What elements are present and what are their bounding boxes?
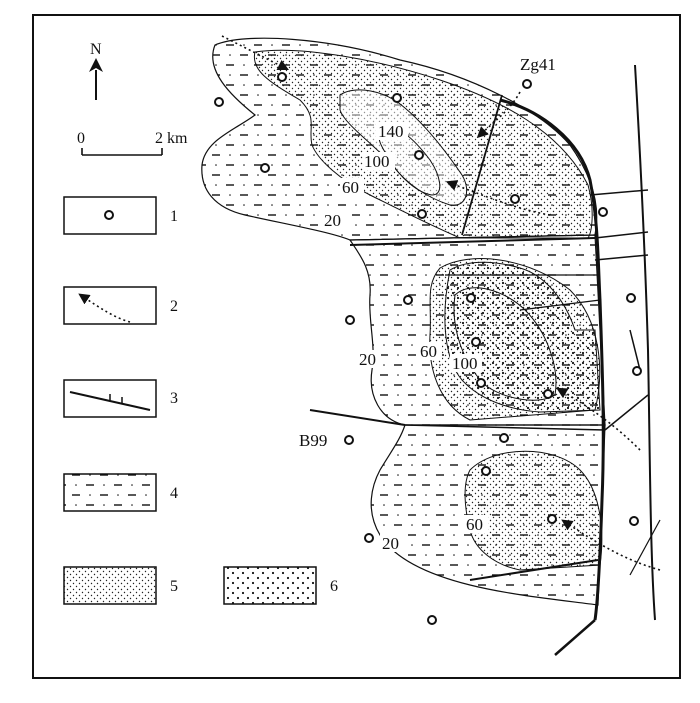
well-marker — [499, 433, 509, 443]
well-marker — [510, 194, 520, 204]
well-marker — [629, 516, 639, 526]
legend-number: 2 — [170, 298, 178, 315]
well-marker — [344, 435, 354, 445]
scale-bar-end: 2 km — [155, 130, 188, 147]
well-marker — [345, 315, 355, 325]
well-marker — [214, 97, 224, 107]
well-markers — [214, 72, 642, 625]
figure-border — [32, 14, 681, 679]
well-marker — [466, 293, 476, 303]
well-marker — [260, 163, 270, 173]
well-marker — [543, 389, 553, 399]
legend-item-5: 5 — [63, 566, 178, 605]
north-label: N — [90, 41, 102, 58]
contour-label-60: 60 — [342, 178, 359, 197]
north-arrow: N — [89, 41, 103, 100]
fine-dot-pattern-icon — [63, 566, 157, 605]
legend: 1 2 3 4 5 6 — [63, 196, 338, 605]
well-marker — [471, 337, 481, 347]
contour-label-20: 20 — [382, 534, 399, 553]
well-marker — [414, 150, 424, 160]
legend-number: 5 — [170, 578, 178, 595]
well-marker — [392, 93, 402, 103]
legend-number: 4 — [170, 485, 178, 502]
well-marker — [522, 79, 532, 89]
well-marker — [403, 295, 413, 305]
middle-coarse-dot-zone — [444, 261, 601, 413]
well-marker — [277, 72, 287, 82]
legend-item-1: 1 — [63, 196, 178, 235]
well-circle-icon — [104, 210, 114, 220]
well-marker — [626, 293, 636, 303]
contour-label-100: 100 — [452, 354, 478, 373]
contour-label-20: 20 — [359, 350, 376, 369]
contour-label-20: 20 — [324, 211, 341, 230]
fault-lines — [309, 64, 661, 656]
well-marker — [547, 514, 557, 524]
legend-number: 6 — [330, 578, 338, 595]
legend-item-6: 6 — [223, 566, 338, 605]
legend-item-4: 4 — [63, 473, 178, 512]
well-marker — [417, 209, 427, 219]
legend-item-3: 3 — [63, 379, 178, 418]
well-marker — [476, 378, 486, 388]
contour-label-140: 140 — [378, 122, 404, 141]
legend-number: 3 — [170, 390, 178, 407]
coarse-dot-pattern-icon — [223, 566, 317, 605]
well-label-b99: B99 — [299, 431, 327, 450]
north-contour-100 — [378, 126, 441, 196]
legend-item-2: 2 — [63, 286, 178, 325]
well-marker — [364, 533, 374, 543]
north-arrow-icon — [89, 58, 103, 72]
well-marker — [427, 615, 437, 625]
well-marker — [632, 366, 642, 376]
well-label-zg41: Zg41 — [520, 55, 556, 74]
well-marker — [598, 207, 608, 217]
flow-arrows — [221, 35, 661, 571]
dotted-arrow-icon — [78, 293, 131, 323]
dash-pattern-icon — [63, 473, 157, 512]
contour-label-60: 60 — [466, 515, 483, 534]
contour-label-60: 60 — [420, 342, 437, 361]
legend-number: 1 — [170, 208, 178, 225]
fault-line-icon — [69, 391, 151, 411]
well-marker — [481, 466, 491, 476]
scale-bar-start: 0 — [77, 130, 85, 147]
scale-bar: 0 2 km — [77, 130, 188, 156]
contour-label-100: 100 — [364, 152, 390, 171]
